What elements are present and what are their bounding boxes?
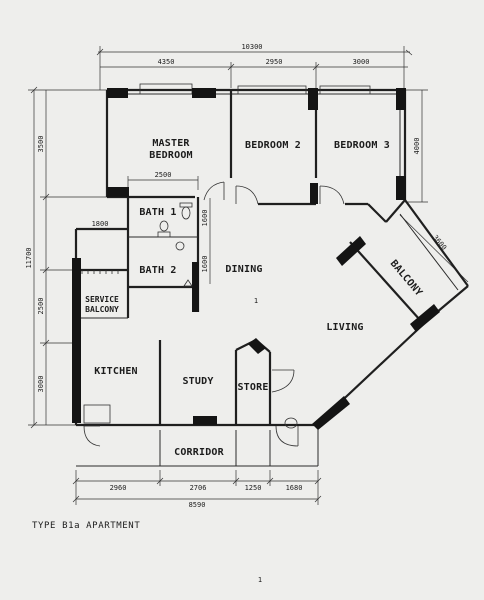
- dim-balcony-width: 3600: [431, 234, 448, 252]
- room-label-dining: DINING: [225, 264, 262, 275]
- dim-left-stub: 1800: [92, 220, 109, 228]
- dim-left-2: 2500: [37, 298, 45, 315]
- dim-bath1-height: 1600: [201, 210, 209, 227]
- room-label-corridor: CORRIDOR: [174, 447, 225, 458]
- room-label-master-bedroom: MASTER: [152, 138, 190, 149]
- dim-bath-width: 2500: [155, 171, 172, 179]
- room-label-bedroom-3: BEDROOM 3: [334, 140, 390, 151]
- plan-caption: TYPE B1a APARTMENT: [32, 521, 140, 531]
- door-swings: [83, 181, 345, 447]
- room-label-service-balcony-line2: BALCONY: [85, 305, 119, 314]
- room-label-bedroom-2: BEDROOM 2: [245, 140, 301, 151]
- room-label-study: STUDY: [182, 376, 213, 387]
- room-label-kitchen: KITCHEN: [94, 366, 138, 377]
- dim-bottom-1: 2960: [110, 484, 127, 492]
- room-label-master-bedroom-line2: BEDROOM: [149, 150, 193, 161]
- plan-marker: 1: [254, 297, 258, 305]
- room-label-balcony: BALCONY: [388, 258, 424, 298]
- dim-bath2-height: 1600: [201, 256, 209, 273]
- dim-left-1: 3500: [37, 136, 45, 153]
- dim-top-3: 3000: [353, 58, 370, 66]
- dim-bottom-overall: 8590: [189, 501, 206, 509]
- dim-bottom-3: 1250: [245, 484, 262, 492]
- dim-bottom-4: 1680: [286, 484, 303, 492]
- dim-right-1: 4000: [413, 138, 421, 155]
- dim-left-overall: 11700: [25, 247, 33, 268]
- dim-bottom-2: 2706: [190, 484, 207, 492]
- room-label-bath-1: BATH 1: [139, 207, 176, 218]
- dim-left-3: 3000: [37, 376, 45, 393]
- dim-overall-top: 10300: [241, 43, 262, 51]
- columns: [72, 88, 440, 430]
- dim-top-2: 2950: [266, 58, 283, 66]
- room-label-bath-2: BATH 2: [139, 265, 176, 276]
- room-label-service-balcony: SERVICE: [85, 295, 119, 304]
- room-label-living: LIVING: [326, 322, 363, 333]
- page-number: 1: [258, 576, 262, 584]
- dim-top-1: 4350: [158, 58, 175, 66]
- fixtures: [81, 202, 298, 429]
- room-label-store: STORE: [237, 382, 268, 393]
